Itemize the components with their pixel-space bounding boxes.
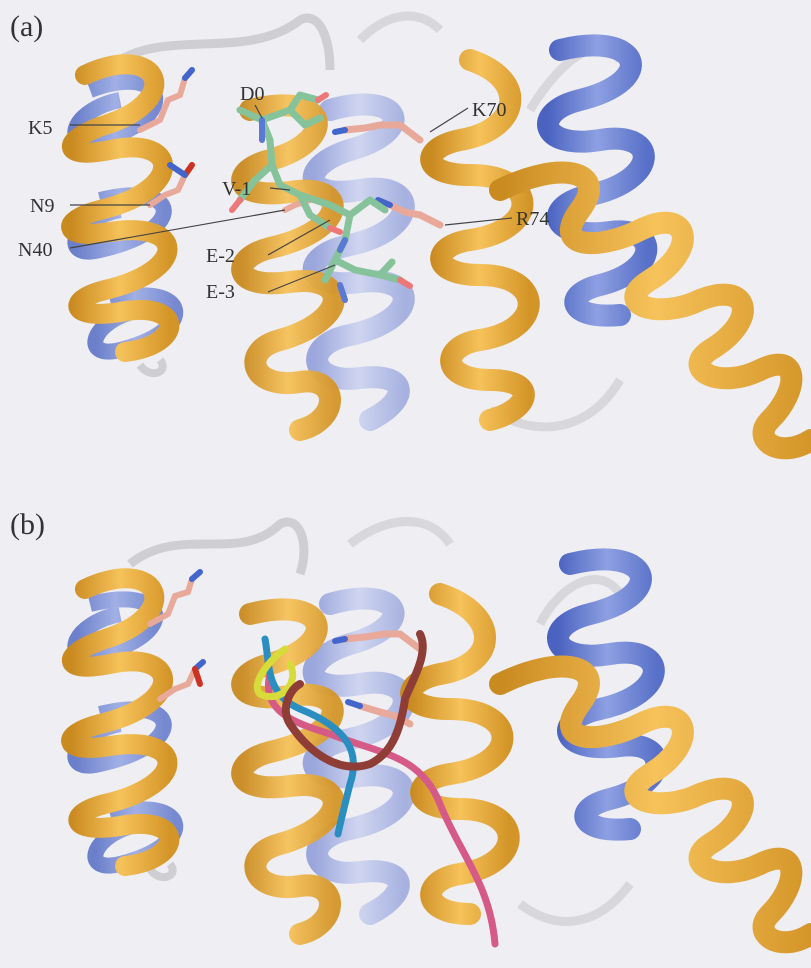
residue-label-k70: K70 [472,99,506,121]
residue-label-e-2: E-2 [206,245,235,267]
residue-label-v-1: V-1 [222,178,251,200]
residue-label-e-3: E-3 [206,281,235,303]
residue-label-n40: N40 [18,239,52,261]
residue-label-r74: R74 [516,208,549,230]
helix-left [71,64,175,352]
panel-b-label: (b) [10,508,45,541]
panel-b-structure-image: (b) [0,484,811,968]
panel-a-label: (a) [10,10,43,43]
residue-label-d0: D0 [240,83,264,105]
residue-label-n9: N9 [30,195,54,217]
residue-label-k5: K5 [28,117,52,139]
panel-a: (a) K5 D0 K70 V-1 N9 R74 N40 E-2 E-3 [0,0,811,484]
panel-b: (b) [0,484,811,968]
panel-a-structure-image: (a) K5 D0 K70 V-1 N9 R74 N40 E-2 E-3 [0,0,811,484]
